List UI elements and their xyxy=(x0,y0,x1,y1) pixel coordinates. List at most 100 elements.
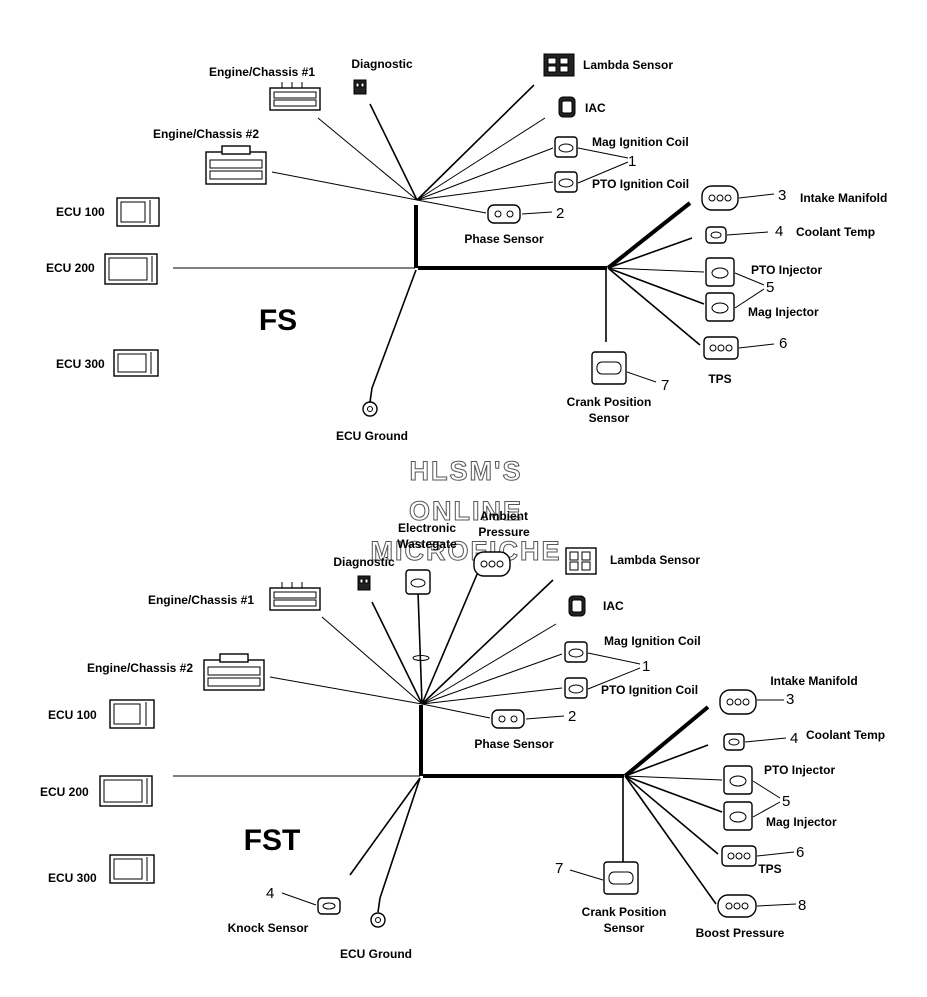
fs-title: FS xyxy=(259,304,297,337)
fs-callout-1: 1 xyxy=(628,153,636,170)
fst-wire-diagnostic xyxy=(371,601,423,705)
fs-lambda-connector xyxy=(543,53,575,77)
fst-mag-coil-connector xyxy=(564,641,588,663)
fst-callout-knock: 4 xyxy=(266,885,274,902)
fs-ground-terminal xyxy=(362,387,378,417)
fs-mag-coil-connector xyxy=(554,136,578,158)
fs-ecu100-connector xyxy=(116,197,160,227)
fst-wire-phase xyxy=(421,703,491,719)
fst-label-ambient-2: Pressure xyxy=(478,525,530,539)
fs-label-ecu300: ECU 300 xyxy=(56,357,105,371)
fs-label-phase: Phase Sensor xyxy=(464,232,544,246)
fs-callout-7: 7 xyxy=(661,377,669,394)
fs-label-ecu100: ECU 100 xyxy=(56,205,105,219)
fst-wire-mag-coil xyxy=(421,653,563,705)
fs-wire-lambda xyxy=(416,84,535,201)
fst-label-ambient-1: Ambient xyxy=(480,509,528,523)
fst-label-wastegate-2: Wastegate xyxy=(397,537,457,551)
fs-wire-phase xyxy=(416,199,487,214)
fst-label-engine-chassis1: Engine/Chassis #1 xyxy=(148,593,254,607)
fst-wire-coolant xyxy=(624,744,709,777)
fst-label-iac: IAC xyxy=(603,599,624,613)
watermark-line1: HLSM'S xyxy=(410,456,523,486)
fs-tps-connector xyxy=(703,336,739,360)
fs-label-intake: Intake Manifold xyxy=(800,191,887,205)
fst-engine-chassis1-connector xyxy=(269,582,321,611)
fs-wire-chassis2 xyxy=(271,171,418,201)
fst-wire-knock xyxy=(349,777,421,876)
fst-label-pto-injector: PTO Injector xyxy=(764,763,835,777)
fst-label-tps: TPS xyxy=(758,862,781,876)
fst-callout-6: 6 xyxy=(796,844,804,861)
fs-callout-2: 2 xyxy=(556,205,564,222)
fst-iac-connector xyxy=(568,595,586,617)
fst-callout-7: 7 xyxy=(555,860,563,877)
fst-label-mag-coil: Mag Ignition Coil xyxy=(604,634,701,648)
fst-label-intake: Intake Manifold xyxy=(770,674,857,688)
fst-mag-injector-connector xyxy=(723,801,753,831)
fst-label-ecu100: ECU 100 xyxy=(48,708,97,722)
fs-wire-pto-inj xyxy=(607,267,705,273)
fst-tps-connector xyxy=(721,845,757,867)
fs-label-crank-1: Crank Position xyxy=(567,395,652,409)
fst-callout-8: 8 xyxy=(798,897,806,914)
fs-pto-coil-connector xyxy=(554,171,578,193)
fs-label-pto-coil: PTO Ignition Coil xyxy=(592,177,689,191)
fs-label-engine-chassis2: Engine/Chassis #2 xyxy=(153,127,259,141)
fst-label-crank-2: Sensor xyxy=(604,921,645,935)
fst-pto-coil-connector xyxy=(564,677,588,699)
fst-wire-pto-coil xyxy=(421,687,563,705)
fst-label-pto-coil: PTO Ignition Coil xyxy=(601,683,698,697)
fst-engine-chassis2-connector xyxy=(203,653,265,691)
fs-callout-6: 6 xyxy=(779,335,787,352)
fst-label-mag-injector: Mag Injector xyxy=(766,815,837,829)
fs-label-iac: IAC xyxy=(585,101,606,115)
fst-label-crank-1: Crank Position xyxy=(582,905,667,919)
fs-wire-diagnostic xyxy=(369,103,418,201)
fs-label-pto-injector: PTO Injector xyxy=(751,263,822,277)
fst-coolant-connector xyxy=(723,733,745,751)
fs-ecu200-connector xyxy=(104,253,158,285)
fst-wire-lambda xyxy=(421,579,554,705)
fs-intake-connector xyxy=(701,185,739,211)
fs-callout-4: 4 xyxy=(775,223,783,240)
fst-label-knock: Knock Sensor xyxy=(228,921,309,935)
fs-label-ecu-ground: ECU Ground xyxy=(336,429,408,443)
fs-label-ecu200: ECU 200 xyxy=(46,261,95,275)
fs-label-mag-coil: Mag Ignition Coil xyxy=(592,135,689,149)
fs-coolant-connector xyxy=(705,226,727,244)
fst-wire-ambient xyxy=(421,571,479,705)
fs-wire-ground xyxy=(371,269,417,389)
watermark: HLSM'S ONLINE MICROFICHE xyxy=(370,456,560,567)
fs-label-engine-chassis1: Engine/Chassis #1 xyxy=(209,65,315,79)
fst-wire-iac xyxy=(421,623,557,705)
fst-label-phase: Phase Sensor xyxy=(474,737,554,751)
fst-knock-sensor-connector xyxy=(317,897,341,915)
fst-pto-injector-connector xyxy=(723,765,753,795)
fst-label-diagnostic: Diagnostic xyxy=(333,555,395,569)
fst-label-wastegate-1: Electronic xyxy=(398,521,456,535)
fst-wire-tps xyxy=(624,775,719,855)
fs-engine-chassis2-connector xyxy=(205,145,267,185)
fs-wire-chassis1 xyxy=(317,117,418,201)
fst-wire-intake xyxy=(623,705,710,778)
fst-title: FST xyxy=(244,824,301,857)
fst-label-lambda: Lambda Sensor xyxy=(610,553,700,567)
fst-label-coolant: Coolant Temp xyxy=(806,728,885,742)
fs-iac-connector xyxy=(558,96,576,118)
fst-wire-chassis2 xyxy=(269,676,423,705)
fs-wire-pto-coil xyxy=(416,181,554,201)
fs-harness: Engine/Chassis #1 Diagnostic Lambda Sens… xyxy=(46,53,887,443)
fst-crank-connector xyxy=(603,861,639,895)
fs-label-diagnostic: Diagnostic xyxy=(351,57,413,71)
fst-intake-connector xyxy=(719,689,757,715)
watermark-line2: ONLINE xyxy=(409,496,523,526)
fst-wire-boost xyxy=(624,775,717,905)
fst-ambient-connector xyxy=(473,551,511,577)
fs-ecu300-connector xyxy=(113,349,159,377)
fs-wire-mag-inj xyxy=(607,267,705,305)
fst-lambda-connector xyxy=(565,547,597,575)
fst-label-engine-chassis2: Engine/Chassis #2 xyxy=(87,661,193,675)
fs-wire-iac xyxy=(416,117,546,201)
